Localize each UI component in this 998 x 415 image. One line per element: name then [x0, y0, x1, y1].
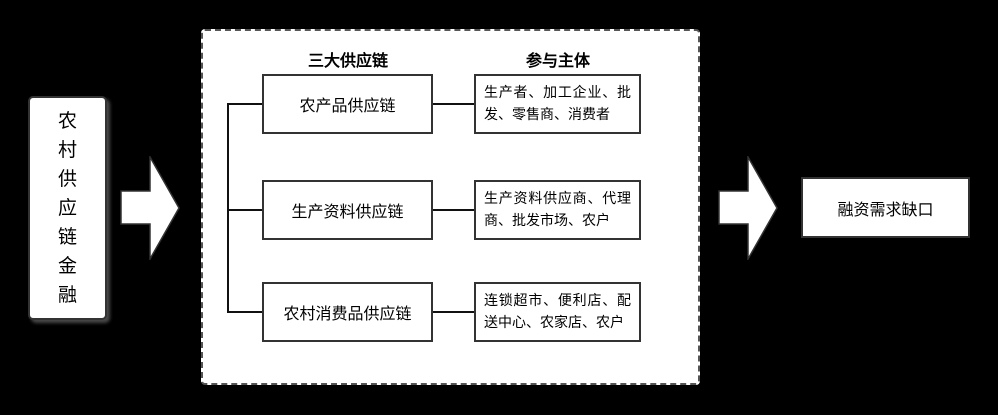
chain-label: 农村消费品供应链 — [283, 304, 412, 323]
right-box-label: 融资需求缺口 — [837, 199, 934, 219]
connector-line-2 — [432, 209, 474, 211]
bracket-vertical-line — [227, 103, 229, 313]
participants-label: 生产者、加工企业、批发、零售商、消费者 — [484, 85, 631, 123]
left-box-label: 农村供应链金融 — [57, 109, 77, 306]
bracket-line-3 — [227, 311, 263, 313]
participants-box-production-materials: 生产资料供应商、代理商、批发市场、农户 — [474, 180, 641, 240]
connector-line-1 — [432, 103, 474, 105]
rural-supply-chain-finance-box: 农村供应链金融 — [28, 96, 107, 320]
column-header-chains: 三大供应链 — [307, 51, 389, 70]
bracket-line-1 — [227, 103, 263, 105]
participants-label: 连锁超市、便利店、配送中心、农家店、农户 — [484, 293, 631, 331]
chain-box-rural-consumer-goods: 农村消费品供应链 — [262, 282, 433, 342]
bracket-line-2 — [227, 209, 263, 211]
right-arrow-icon — [718, 156, 778, 260]
supply-chain-panel: 三大供应链 参与主体 农产品供应链 生产者、加工企业、批发、零售商、消费者 生产… — [201, 29, 700, 385]
right-arrow-icon — [120, 156, 180, 260]
financing-gap-box: 融资需求缺口 — [801, 177, 970, 238]
chain-label: 生产资料供应链 — [291, 202, 404, 221]
participants-box-rural-consumer-goods: 连锁超市、便利店、配送中心、农家店、农户 — [474, 282, 641, 342]
connector-line-3 — [432, 311, 474, 313]
participants-box-agricultural: 生产者、加工企业、批发、零售商、消费者 — [474, 74, 641, 134]
column-header-participants: 参与主体 — [525, 51, 591, 70]
participants-label: 生产资料供应商、代理商、批发市场、农户 — [484, 191, 631, 229]
chain-label: 农产品供应链 — [299, 96, 396, 115]
chain-box-agricultural: 农产品供应链 — [262, 74, 433, 134]
chain-box-production-materials: 生产资料供应链 — [262, 180, 433, 240]
